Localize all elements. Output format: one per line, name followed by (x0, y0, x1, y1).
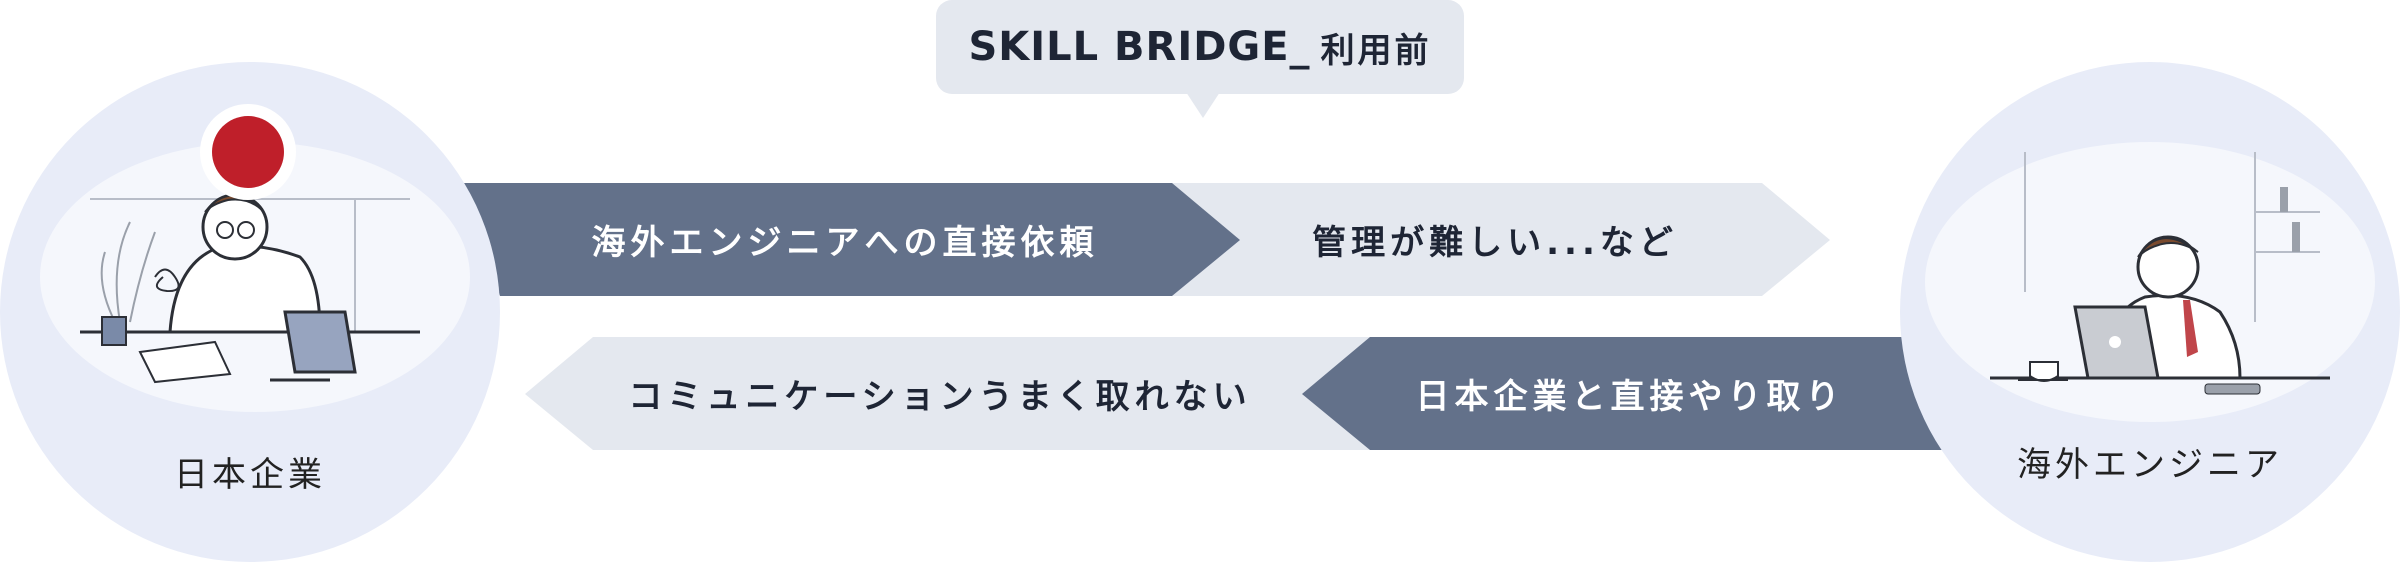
top-light-arrow-label: 管理が難しい...など (1312, 223, 1678, 263)
stressed-worker-illustration (40, 104, 470, 412)
top-dark-arrow (462, 183, 1240, 296)
top-light-arrow (1150, 183, 1830, 296)
title-bubble: SKILL BRIDGE_ 利用前 (936, 0, 1464, 94)
title-main: SKILL BRIDGE_ (968, 24, 1311, 70)
top-dark-arrow-label: 海外エンジニアへの直接依頼 (591, 223, 1099, 263)
tired-engineer-illustration (1925, 142, 2375, 422)
bottom-dark-arrow (1302, 337, 1950, 450)
title-bubble-tail (1186, 92, 1220, 118)
japanese-company-label: 日本企業 (174, 455, 326, 495)
bottom-light-arrow-label: コミュニケーションうまく取れない (628, 377, 1252, 417)
japanese-company-circle: 日本企業 (0, 62, 500, 562)
title-sub: 利用前 (1320, 30, 1432, 71)
bottom-light-arrow (525, 337, 1420, 450)
bottom-dark-arrow-label: 日本企業と直接やり取り (1415, 377, 1845, 417)
overseas-engineer-circle: 海外エンジニア (1900, 62, 2400, 562)
overseas-engineer-label: 海外エンジニア (2017, 445, 2283, 485)
japan-flag-icon (212, 116, 284, 188)
